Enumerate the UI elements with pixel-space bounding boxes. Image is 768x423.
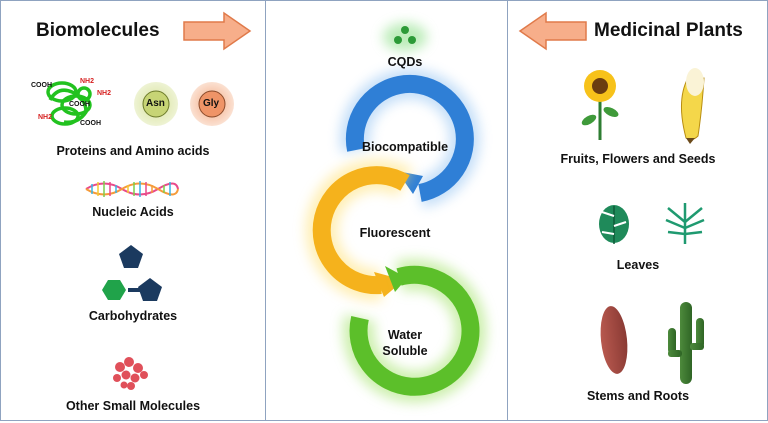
banana-icon — [681, 68, 705, 144]
arrow-left-icon — [518, 11, 587, 51]
amino-acid-asn-icon — [134, 82, 178, 126]
proteins-label: Proteins and Amino acids — [56, 144, 210, 158]
stems-roots-label: Stems and Roots — [586, 389, 690, 403]
water-soluble-ring-icon — [342, 258, 487, 403]
water-label: Water — [387, 328, 423, 342]
protein-nh2-label-2: NH2 — [97, 90, 112, 97]
cqd-dots-icon — [383, 23, 427, 51]
protein-cooh-label-3: COOH — [80, 120, 101, 127]
palm-leaf-icon — [665, 203, 705, 244]
fruits-flowers-seeds-label: Fruits, Flowers and Seeds — [560, 152, 716, 166]
amino-acid-asn-label: Asn — [146, 98, 165, 109]
soluble-label: Soluble — [382, 344, 428, 358]
carbohydrates-label: Carbohydrates — [88, 309, 178, 323]
small-molecules-icon — [113, 357, 148, 390]
protein-nh2-label-1: NH2 — [80, 78, 95, 85]
small-molecules-label: Other Small Molecules — [65, 399, 201, 413]
dna-icon — [85, 181, 179, 197]
sunflower-icon — [581, 70, 619, 140]
cqds-label: CQDs — [387, 55, 423, 69]
protein-cooh-label-2: COOH — [69, 101, 90, 108]
arrow-right-icon — [183, 11, 252, 51]
biocompatible-label: Biocompatible — [361, 140, 449, 154]
monstera-leaf-icon — [599, 205, 629, 244]
amino-acid-gly-label: Gly — [203, 98, 220, 109]
sweet-potato-icon — [600, 306, 628, 374]
fluorescent-label: Fluorescent — [359, 226, 431, 240]
nucleic-acids-label: Nucleic Acids — [92, 205, 174, 219]
amino-acid-gly-icon — [190, 82, 234, 126]
biomolecules-heading: Biomolecules — [36, 20, 160, 41]
medicinal-plants-heading: Medicinal Plants — [594, 20, 743, 41]
protein-icon — [46, 81, 92, 126]
protein-cooh-label-1: COOH — [31, 82, 52, 89]
leaves-label: Leaves — [616, 258, 660, 272]
protein-nh2-label-3: NH2 — [38, 114, 53, 121]
cactus-icon — [668, 302, 704, 384]
carbohydrate-icon — [102, 245, 162, 301]
